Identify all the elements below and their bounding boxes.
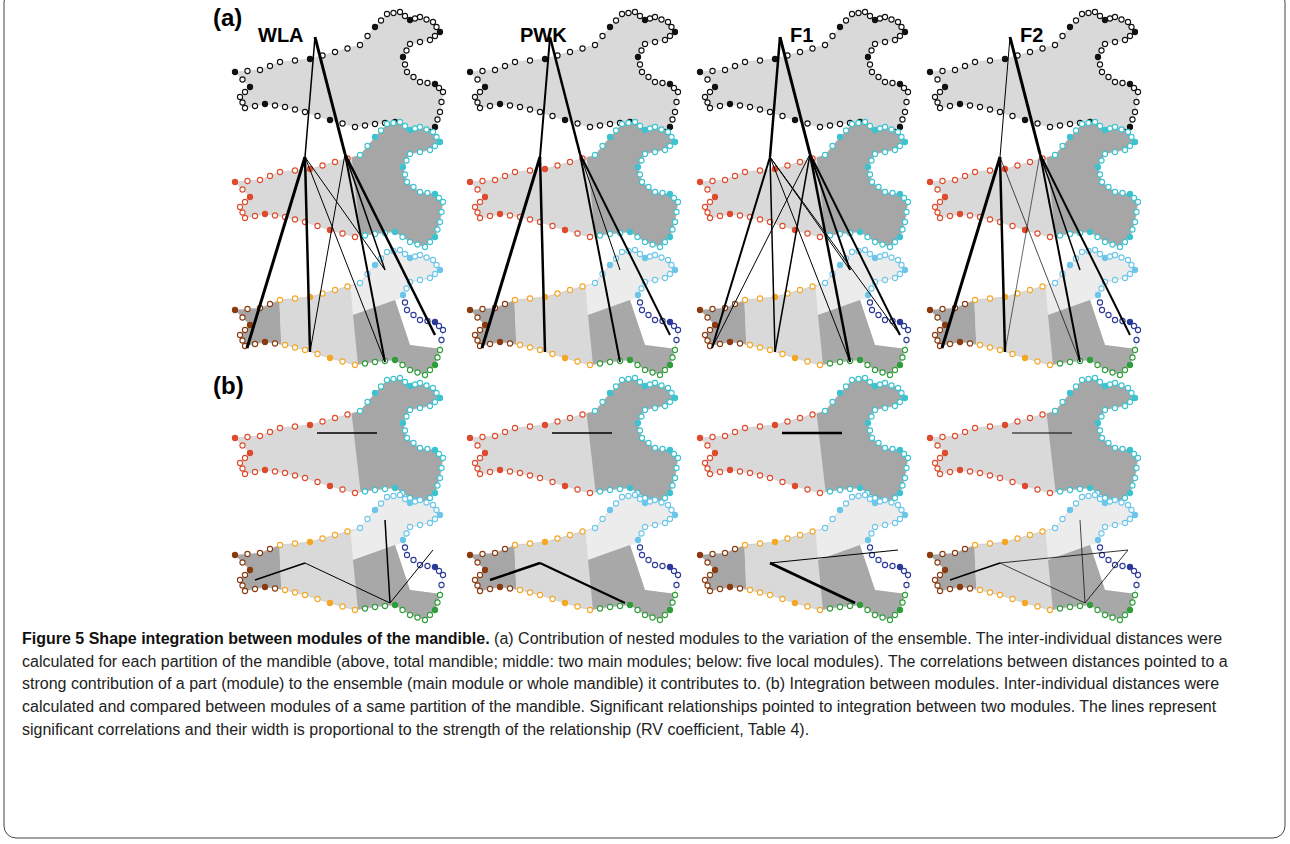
column-heading: PWK: [520, 24, 567, 47]
correlation-line: [1040, 154, 1130, 335]
correlation-line: [775, 154, 810, 352]
correlation-line: [1010, 37, 1040, 154]
column-heading: WLA: [258, 24, 304, 47]
correlation-line: [580, 154, 620, 362]
mandible-shape: [230, 245, 450, 385]
correlation-line: [780, 37, 810, 154]
correlation-line: [580, 154, 620, 270]
correlation-line: [712, 154, 810, 348]
mandible-shape: [695, 245, 915, 385]
mandible-shape: [467, 117, 690, 257]
panel-letter: (b): [213, 372, 244, 400]
mandible-shape: [925, 490, 1145, 630]
mandible-shape: [925, 245, 1145, 385]
mandible-shape: [927, 9, 1140, 139]
mandible-shape: [927, 117, 1150, 257]
mandible-shape: [927, 373, 1150, 513]
correlation-line: [1000, 157, 1080, 362]
correlation-line: [770, 157, 900, 335]
column-heading: F1: [790, 24, 813, 47]
mandible-shape: [467, 373, 690, 513]
correlation-line: [305, 157, 385, 362]
correlation-line: [552, 432, 612, 434]
correlation-line: [770, 157, 775, 352]
correlation-line: [390, 550, 433, 603]
correlation-line: [540, 563, 625, 603]
correlation-line: [1005, 154, 1040, 352]
panel-letter: (a): [213, 4, 242, 32]
correlation-line: [1040, 154, 1080, 362]
correlation-line: [247, 157, 305, 348]
correlation-line: [385, 520, 390, 603]
figure-frame: [4, 0, 1285, 838]
correlation-line: [540, 157, 545, 352]
correlation-line: [942, 157, 1000, 348]
correlation-line: [345, 154, 385, 270]
column-heading: F2: [1020, 24, 1043, 47]
correlation-line: [770, 37, 780, 157]
correlation-line: [482, 157, 540, 348]
correlation-line: [1000, 563, 1085, 603]
correlation-line: [950, 563, 1000, 580]
correlation-line: [1040, 154, 1080, 270]
correlation-line: [345, 154, 435, 335]
correlation-line: [305, 157, 310, 352]
mandible-shape: [232, 373, 455, 513]
correlation-line: [305, 157, 385, 270]
correlation-line: [770, 563, 855, 603]
caption-title: Figure 5 Shape integration between modul…: [22, 630, 490, 647]
correlation-line: [1000, 157, 1005, 352]
correlation-line: [770, 157, 850, 362]
correlation-line: [315, 37, 345, 154]
mandible-shape: [467, 9, 680, 139]
correlation-line: [712, 157, 770, 348]
mandible-shape: [232, 9, 445, 139]
correlation-line: [345, 154, 385, 362]
mandible-shape: [465, 245, 685, 385]
correlation-line: [540, 37, 550, 157]
mandible-shape: [695, 490, 915, 630]
figure-caption: Figure 5 Shape integration between modul…: [22, 628, 1267, 742]
correlation-line: [1012, 433, 1072, 434]
mandible-shape: [697, 9, 910, 139]
correlation-line: [1000, 550, 1128, 563]
correlation-line: [490, 563, 540, 580]
correlation-line: [305, 37, 315, 157]
correlation-line: [810, 154, 850, 362]
correlation-line: [770, 550, 898, 563]
mandible-shape: [697, 117, 920, 257]
correlation-line: [1080, 520, 1085, 603]
correlation-line: [550, 37, 580, 154]
correlation-line: [305, 563, 390, 603]
mandible-shape: [232, 117, 455, 257]
correlation-line: [810, 154, 900, 335]
correlation-line: [255, 563, 305, 580]
correlation-line: [782, 432, 842, 435]
correlation-line: [317, 432, 377, 434]
correlation-line: [310, 154, 345, 352]
correlation-line: [580, 154, 670, 335]
caption-gap: [490, 630, 494, 647]
mandible-shape: [465, 490, 685, 630]
correlation-line: [1085, 550, 1128, 603]
correlation-line: [1000, 37, 1010, 157]
mandible-shape: [230, 490, 450, 630]
mandible-shape: [697, 373, 920, 513]
